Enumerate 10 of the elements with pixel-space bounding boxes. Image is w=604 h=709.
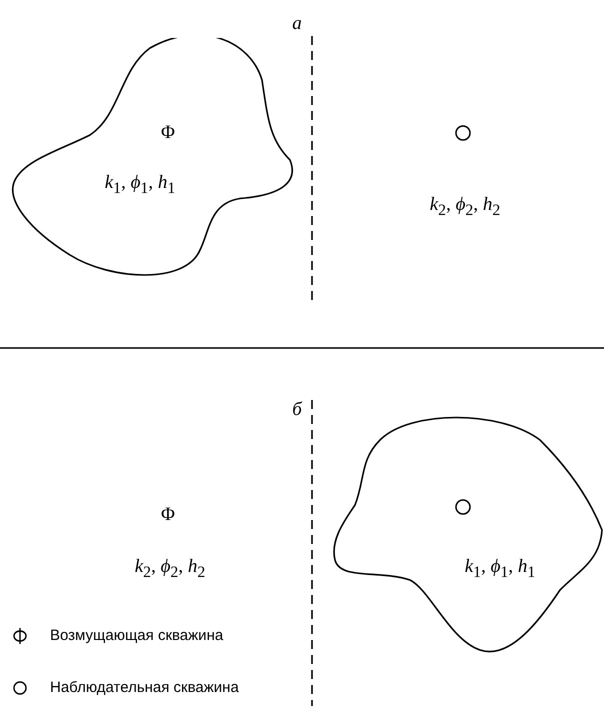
panel-letter: б [292, 399, 302, 421]
parameter-label: k$_{1}$, ϕ$_{1}$, h$_{1}$ [464, 556, 536, 583]
parameter-label: k$_{2}$, ϕ$_{2}$, h$_{2}$ [134, 556, 206, 583]
legend-label: Наблюдательная скважина [50, 679, 239, 697]
symbol-label: Φ [161, 504, 175, 526]
parameter-label: k$_{2}$, ϕ$_{2}$, h$_{2}$ [430, 194, 500, 221]
panel-letter: а [292, 13, 302, 35]
legend-label: Возмущающая скважина [50, 627, 224, 645]
symbol-label: Φ [161, 122, 175, 144]
parameter-label: k$_{1}$, ϕ$_{1}$, h$_{1}$ [104, 172, 176, 199]
